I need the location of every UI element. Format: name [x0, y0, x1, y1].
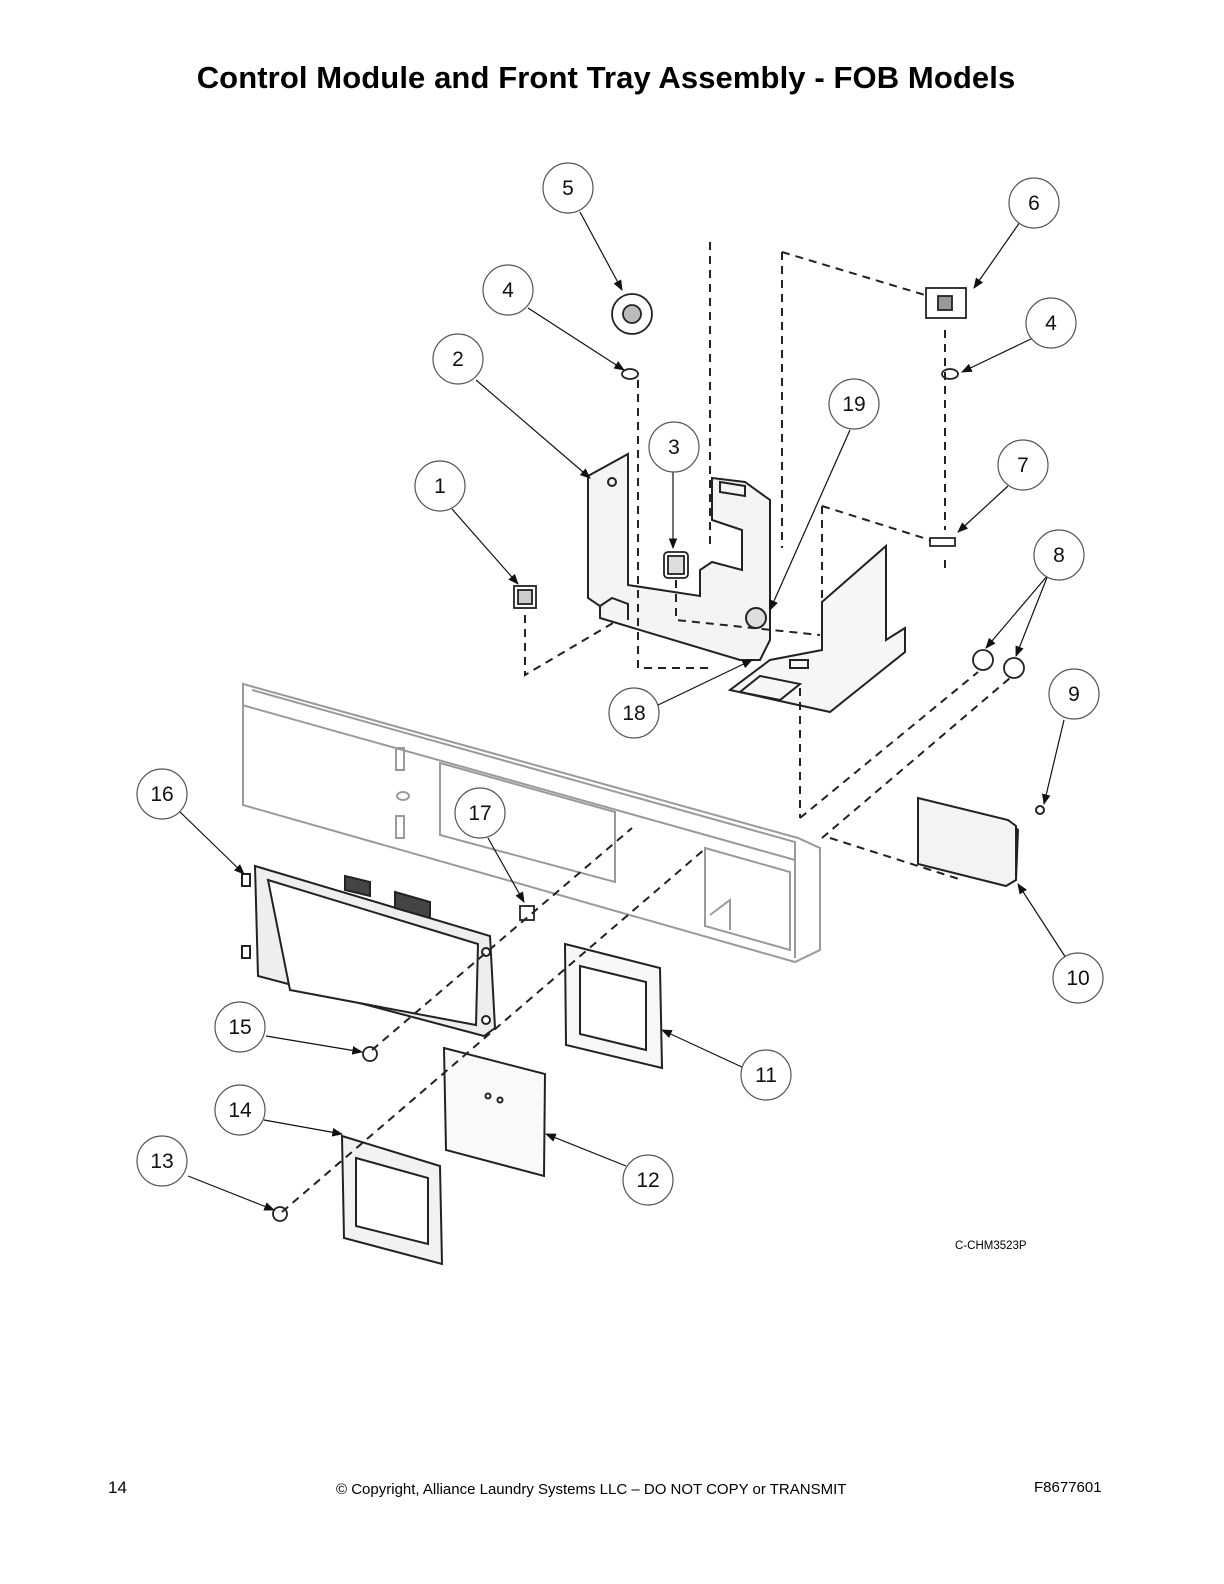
callout-label-7: 7 — [1017, 454, 1029, 477]
control-module-board — [241, 864, 497, 1038]
callout-label-6: 6 — [1028, 192, 1040, 215]
callout-label-2: 2 — [452, 348, 464, 371]
callout-label-17: 17 — [468, 802, 491, 825]
callout-label-16: 16 — [150, 783, 173, 806]
callout-label-18: 18 — [622, 702, 645, 725]
mounting-plate-11 — [563, 942, 664, 1070]
page-number: 14 — [108, 1478, 127, 1497]
document-number: F8677601 — [1034, 1479, 1102, 1496]
callout-label-11: 11 — [755, 1064, 777, 1087]
front-panel — [241, 682, 821, 964]
callout-label-9: 9 — [1068, 683, 1080, 706]
copyright-notice: © Copyright, Alliance Laundry Systems LL… — [336, 1481, 847, 1498]
right-mounting-bracket — [727, 543, 906, 714]
callout-label-3: 3 — [668, 436, 680, 459]
callout-label-13: 13 — [150, 1150, 173, 1173]
cover-plate-12 — [442, 1046, 547, 1178]
assembly-lines — [281, 242, 1011, 1213]
leader-arrows — [177, 211, 1067, 1211]
callout-label-12: 12 — [636, 1169, 659, 1192]
callout-label-14: 14 — [228, 1099, 252, 1122]
callout-label-8: 8 — [1053, 544, 1065, 567]
callout-label-10: 10 — [1066, 967, 1089, 990]
main-tray-bracket — [587, 452, 771, 661]
callout-label-1: 1 — [434, 475, 446, 498]
callout-label-4-right: 4 — [1045, 312, 1057, 335]
page-title: Control Module and Front Tray Assembly -… — [196, 60, 1016, 95]
small-parts — [272, 287, 1025, 1222]
callout-label-19: 19 — [842, 393, 865, 416]
display-frame-14 — [340, 1134, 444, 1266]
callout-label-4-left: 4 — [502, 279, 514, 302]
figure-reference: C-CHM3523P — [955, 1240, 1027, 1252]
callout-circles — [136, 162, 1104, 1206]
relay-module — [917, 796, 1045, 888]
callout-label-5: 5 — [562, 177, 574, 200]
callout-label-15: 15 — [228, 1016, 251, 1039]
